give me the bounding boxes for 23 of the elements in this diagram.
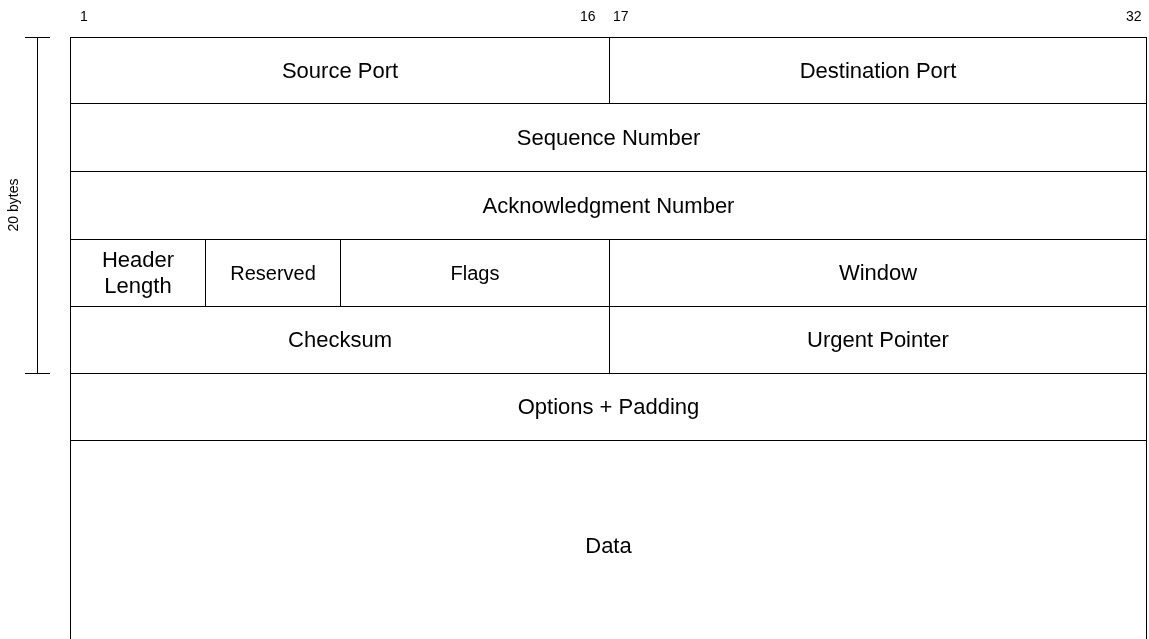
field-name: Destination Port (799, 57, 957, 84)
field-name: Acknowledgment Number (482, 192, 735, 219)
field-name: Flags (450, 261, 500, 286)
bit-number: 16 (580, 8, 596, 24)
bit-number: 32 (1126, 8, 1142, 24)
field-box (70, 103, 1147, 172)
field-box (70, 171, 1147, 240)
bit-number: 17 (613, 8, 629, 24)
field-name: Window (838, 260, 918, 286)
field-box (70, 373, 1147, 441)
field-name: Options + Padding (517, 394, 700, 420)
field-name: Sequence Number (516, 124, 701, 151)
field-box (609, 37, 1147, 104)
field-name: Data (585, 532, 632, 559)
field-name: Reserved (230, 261, 316, 286)
field-box (70, 440, 1147, 639)
size-label: 20 bytes (5, 178, 22, 232)
field-box (70, 37, 610, 104)
bit-number: 1 (80, 8, 88, 24)
field-name: Header Length (100, 247, 176, 299)
field-name: Source Port (281, 57, 399, 84)
field-name: Urgent Pointer (807, 327, 949, 353)
field-name: Checksum (288, 327, 392, 353)
